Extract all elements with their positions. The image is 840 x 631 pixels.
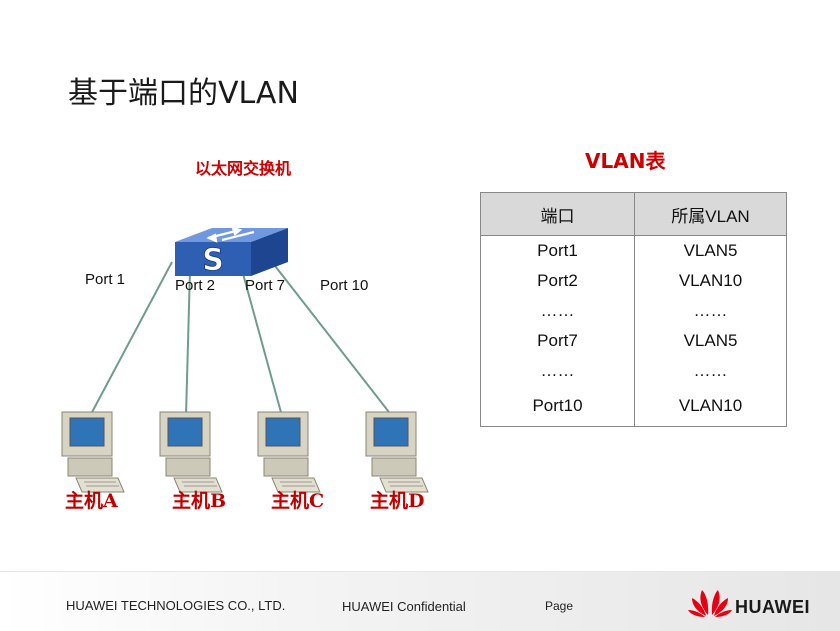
header-vlan: 所属VLAN [634,192,787,236]
host-d-computer-icon [365,411,429,493]
vlan-table-header: 端口 所属VLAN [480,192,787,236]
host-c-label: 主机C [271,490,325,512]
vlan-table: 端口 所属VLAN Port1 VLAN5 Port2 VLAN10 …… ……… [480,192,787,427]
footer-confidential: HUAWEI Confidential [342,599,466,614]
footer-page: Page [545,599,574,613]
link-lines [89,261,393,417]
link-port7-hostC [241,269,283,417]
table-row: Port2 VLAN10 [480,266,787,296]
cell-vlan: VLAN5 [634,326,787,356]
port-7-label: Port 7 [245,277,286,294]
port-1-label: Port 1 [85,271,126,288]
switch-icon: S [175,226,288,278]
cell-vlan: VLAN10 [634,386,787,427]
cell-vlan: …… [634,356,787,386]
cell-vlan: VLAN5 [634,235,787,266]
header-port: 端口 [480,192,635,236]
cell-port: Port7 [480,326,635,356]
table-row: Port7 VLAN5 [480,326,787,356]
vlan-table-title: VLAN表 [585,149,666,173]
huawei-logo-icon [688,590,732,617]
port-2-label: Port 2 [175,277,216,294]
table-row: …… …… [480,296,787,326]
switch-label: 以太网交换机 [195,159,292,178]
cell-port: Port10 [480,386,635,427]
footer-bar [0,571,840,631]
svg-text:S: S [202,243,224,278]
host-b-computer-icon [159,411,223,493]
cell-port: Port1 [480,235,635,266]
cell-vlan: VLAN10 [634,266,787,296]
host-d-label: 主机D [370,490,425,512]
footer-company: HUAWEI TECHNOLOGIES CO., LTD. [66,598,286,613]
host-a-computer-icon [61,411,125,493]
port-10-label: Port 10 [320,277,369,294]
cell-vlan: …… [634,296,787,326]
cell-port: …… [480,296,635,326]
link-port10-hostD [271,261,393,417]
host-c-computer-icon [257,411,321,493]
table-row: Port1 VLAN5 [480,235,787,266]
link-port1-hostA [89,261,173,417]
cell-port: Port2 [480,266,635,296]
host-a-label: 主机A [65,490,118,512]
huawei-brand-text: HUAWEI [735,597,810,617]
cell-port: …… [480,356,635,386]
page-title: 基于端口的VLAN [68,76,299,111]
table-row: Port10 VLAN10 [480,386,787,427]
host-b-label: 主机B [172,490,227,512]
table-row: …… …… [480,356,787,386]
link-port2-hostB [185,269,191,417]
